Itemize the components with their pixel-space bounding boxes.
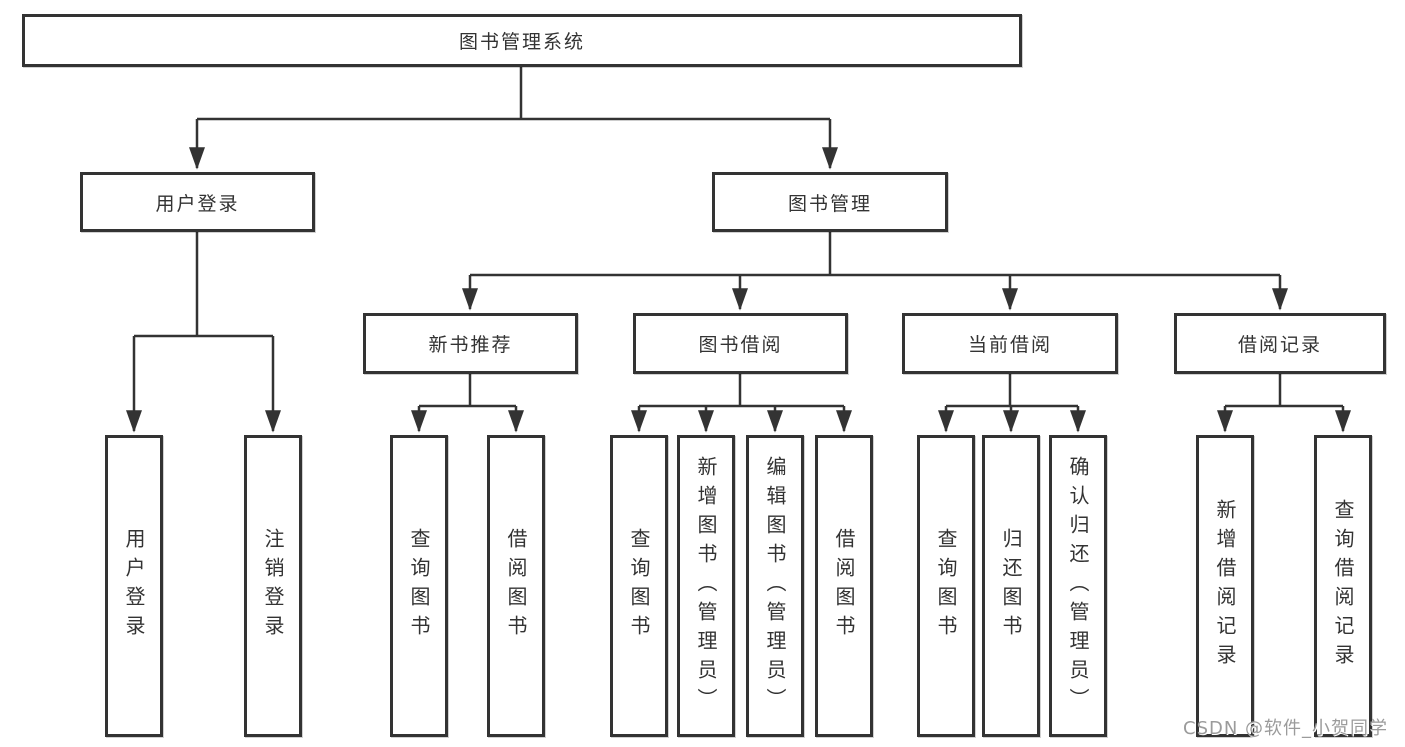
leaf-add-book-admin-label: 新增图书（管理员）	[694, 455, 718, 717]
node-current-borrowing: 当前借阅	[902, 313, 1118, 374]
node-book-borrowing: 图书借阅	[633, 313, 848, 374]
leaf-query-books-3: 查询图书	[917, 435, 975, 737]
node-new-book-recommend-label: 新书推荐	[428, 334, 513, 356]
connector-user-login-to-leaves	[134, 232, 273, 338]
leaf-borrow-books-2: 借阅图书	[815, 435, 873, 737]
connector-new-book-recommend	[419, 374, 516, 408]
node-borrowing-records: 借阅记录	[1174, 313, 1386, 374]
leaf-query-books-1: 查询图书	[390, 435, 448, 737]
leaf-query-borrow-record: 查询借阅记录	[1314, 435, 1372, 737]
leaf-query-borrow-record-label: 查询借阅记录	[1331, 499, 1355, 673]
leaf-query-books-2-label: 查询图书	[627, 528, 651, 644]
leaf-user-login: 用户登录	[105, 435, 163, 737]
connector-borrowing-records	[1225, 374, 1343, 408]
leaf-logout-label: 注销登录	[261, 528, 285, 644]
node-new-book-recommend: 新书推荐	[363, 313, 578, 374]
csdn-watermark: CSDN @软件_小贺同学	[1183, 718, 1389, 739]
leaf-add-book-admin: 新增图书（管理员）	[677, 435, 735, 737]
leaf-edit-book-admin: 编辑图书（管理员）	[746, 435, 804, 737]
node-book-management-system: 图书管理系统	[22, 14, 1022, 67]
node-book-borrowing-label: 图书借阅	[698, 334, 783, 356]
leaf-logout: 注销登录	[244, 435, 302, 737]
node-current-borrowing-label: 当前借阅	[967, 334, 1052, 356]
node-book-management-label: 图书管理	[787, 192, 872, 215]
leaf-add-borrow-record-label: 新增借阅记录	[1213, 499, 1237, 673]
leaf-borrow-books-1-label: 借阅图书	[504, 528, 528, 644]
leaf-return-books: 归还图书	[982, 435, 1040, 737]
node-borrowing-records-label: 借阅记录	[1237, 334, 1322, 356]
leaf-borrow-books-2-label: 借阅图书	[832, 528, 856, 644]
connector-book-mgmt-to-groups	[470, 232, 1280, 277]
leaf-add-borrow-record: 新增借阅记录	[1196, 435, 1254, 737]
connector-book-borrowing	[639, 374, 844, 408]
leaf-edit-book-admin-label: 编辑图书（管理员）	[763, 455, 787, 717]
node-user-login-label: 用户登录	[155, 192, 240, 215]
node-user-login: 用户登录	[80, 172, 315, 232]
leaf-user-login-label: 用户登录	[122, 528, 146, 644]
leaf-return-books-label: 归还图书	[999, 528, 1023, 644]
connector-current-borrowing	[946, 374, 1078, 408]
leaf-query-books-1-label: 查询图书	[407, 528, 431, 644]
leaf-query-books-2: 查询图书	[610, 435, 668, 737]
node-root-label: 图书管理系统	[458, 31, 585, 53]
leaf-confirm-return-admin: 确认归还（管理员）	[1049, 435, 1107, 737]
leaf-borrow-books-1: 借阅图书	[487, 435, 545, 737]
leaf-query-books-3-label: 查询图书	[934, 528, 958, 644]
connector-root-to-branches	[197, 67, 830, 121]
leaf-confirm-return-admin-label: 确认归还（管理员）	[1066, 455, 1090, 717]
node-book-management: 图书管理	[712, 172, 948, 232]
